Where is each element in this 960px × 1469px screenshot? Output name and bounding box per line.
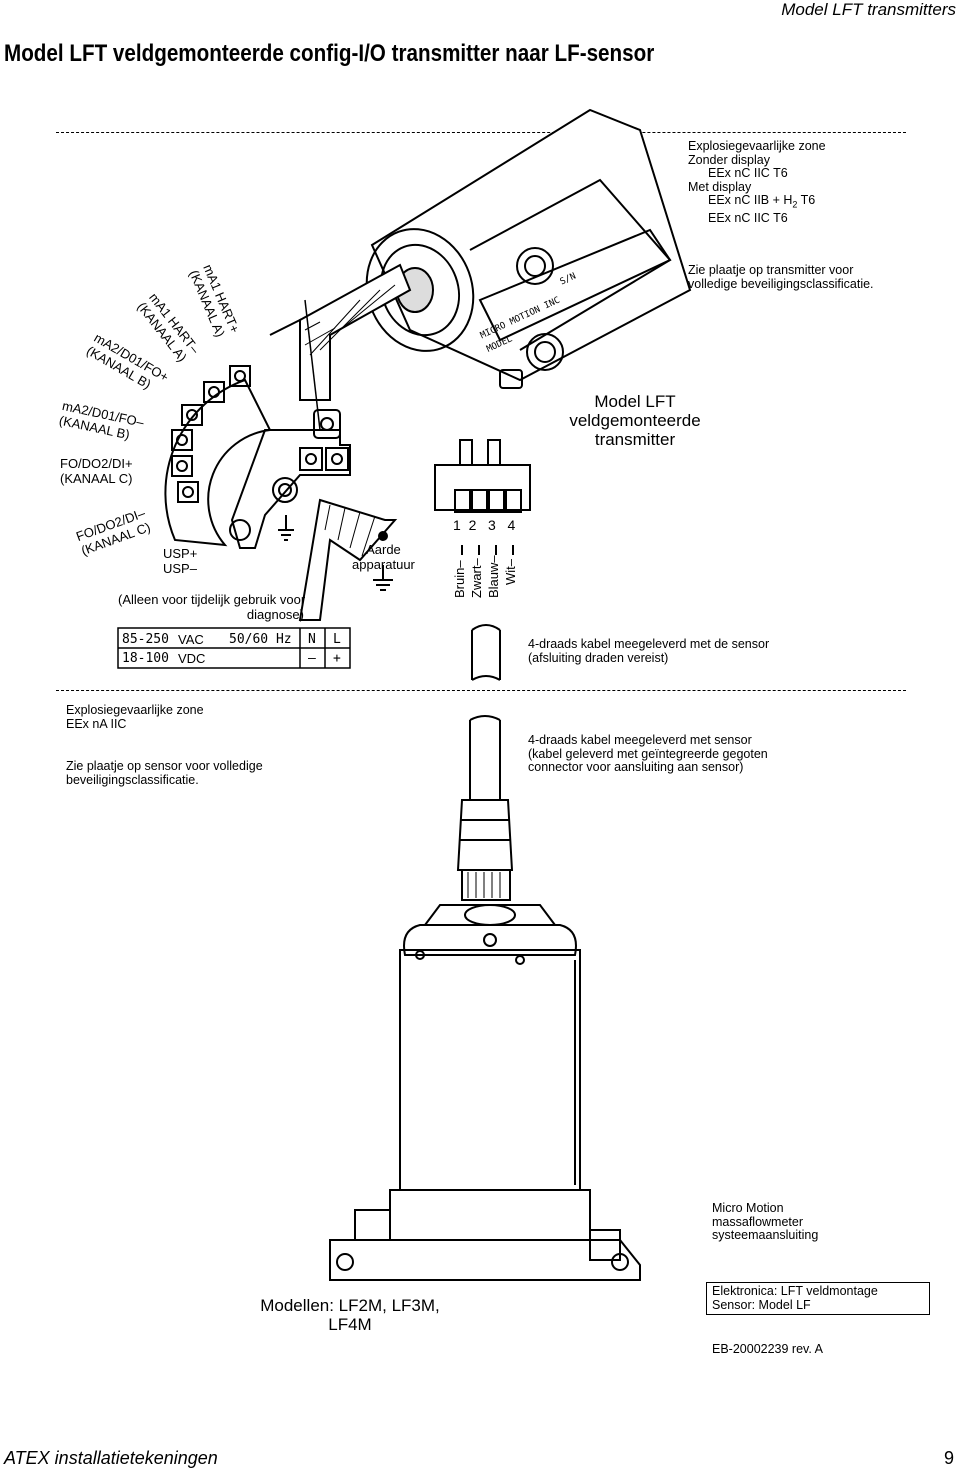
power-table	[117, 627, 351, 669]
label-usp: USP+USP–	[163, 546, 198, 576]
power-r1c4: N	[308, 632, 316, 647]
cable-segment	[471, 624, 501, 681]
power-r2c1: 18-100	[122, 651, 169, 666]
power-r1c5: L	[333, 632, 341, 647]
sensor-body	[329, 904, 641, 1281]
power-r2c4: –	[308, 651, 316, 666]
footer-title: ATEX installatietekeningen	[4, 1448, 218, 1468]
models-label: Modellen: LF2M, LF3M,LF4M	[260, 1296, 440, 1334]
power-r1c3: 50/60 Hz	[229, 632, 292, 647]
cable-note-2: 4-draads kabel meegeleverd met sensor(ka…	[528, 733, 768, 774]
cable-note: 4-draads kabel meegeleverd met de sensor…	[528, 637, 770, 665]
wire-zwart: Zwart–	[469, 558, 484, 598]
terminal-block	[164, 365, 351, 549]
wire-bruin: Bruin–	[452, 560, 467, 598]
label-fo-plus: FO/DO2/DI+(KANAAL C)	[60, 456, 133, 486]
power-r1c2: VAC	[178, 632, 204, 647]
page-title: Model LFT veldgemonteerde config-I/O tra…	[4, 40, 655, 67]
zone-divider-top	[56, 132, 906, 133]
header-section-title: Model LFT transmitters	[781, 0, 956, 19]
sensor-cable	[456, 715, 514, 901]
zone1-classification: Explosiegevaarlijke zone Zonder display …	[688, 139, 826, 225]
wiring-arrow-top	[269, 263, 412, 401]
power-r2c2: VDC	[178, 651, 206, 666]
power-r2c5: +	[333, 651, 341, 666]
power-r1c1: 85-250	[122, 632, 169, 647]
sensor-connector	[434, 439, 531, 555]
wire-blauw: Blauw–	[486, 555, 501, 598]
wiring-arrow-bottom	[298, 299, 398, 621]
connector-pin-numbers: 1 2 3 4	[453, 517, 516, 533]
wire-wit: Wit–	[503, 559, 518, 585]
page-number: 9	[943, 1448, 954, 1468]
ground-symbol	[373, 531, 393, 591]
document-id: EB-20002239 rev. A	[712, 1342, 823, 1356]
zone-divider-middle	[56, 690, 906, 691]
transmitter-housing	[365, 108, 692, 389]
